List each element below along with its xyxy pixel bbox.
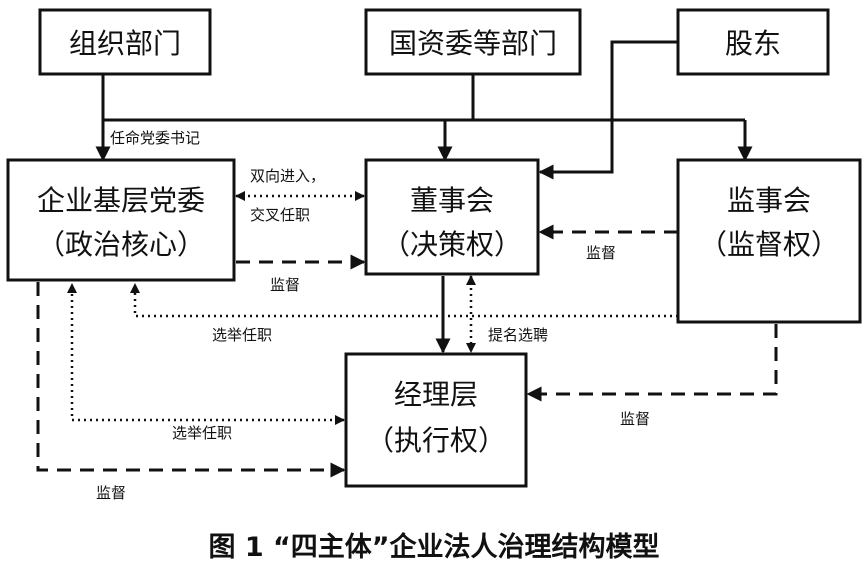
edge-label-party-manager-supervise: 监督 [96, 484, 126, 502]
label-board-sub: （决策权） [382, 228, 522, 261]
box-party-committee [6, 158, 236, 282]
box-sasac [364, 8, 582, 76]
figure-caption: 图 1 “四主体”企业法人治理结构模型 [208, 531, 659, 563]
edge-appoint-bus [95, 74, 753, 162]
label-sasac: 国资委等部门 [389, 27, 557, 60]
edge-label-supervisors-board: 监督 [586, 244, 616, 262]
label-party-title: 企业基层党委 [37, 184, 205, 217]
label-supervisors-sub: （监督权） [699, 228, 839, 261]
edge-party-manager-supervise [36, 282, 346, 478]
edge-supervisors-party-elect [130, 283, 678, 318]
label-manager-title: 经理层 [394, 378, 478, 411]
label-party-sub: （政治核心） [37, 228, 205, 261]
edge-label-cross-2: 交叉任职 [250, 206, 310, 224]
edge-label-elect-bottom: 选举任职 [172, 424, 232, 442]
box-shareholders [676, 8, 830, 76]
label-manager-sub: （执行权） [366, 424, 506, 457]
edge-label-nominate: 提名选聘 [488, 326, 548, 344]
box-manager [344, 352, 528, 488]
label-supervisors-title: 监事会 [727, 184, 811, 217]
edge-label-cross-1: 双向进入， [250, 167, 325, 185]
edge-shareholder-board [538, 40, 678, 180]
edge-supervisors-manager [526, 324, 778, 402]
label-shareholders: 股东 [725, 27, 781, 60]
box-board [364, 158, 540, 276]
label-board-title: 董事会 [410, 184, 494, 217]
box-organization-dept [38, 8, 212, 76]
edge-label-elect-top: 选举任职 [212, 326, 272, 344]
edge-label-appoint-secretary: 任命党委书记 [110, 129, 200, 147]
edge-party-manager-elect [67, 283, 345, 425]
edge-label-party-board-supervise: 监督 [270, 276, 300, 294]
edge-label-supervisors-manager: 监督 [620, 410, 650, 428]
box-supervisors [676, 158, 862, 324]
label-organization-dept: 组织部门 [69, 27, 181, 60]
